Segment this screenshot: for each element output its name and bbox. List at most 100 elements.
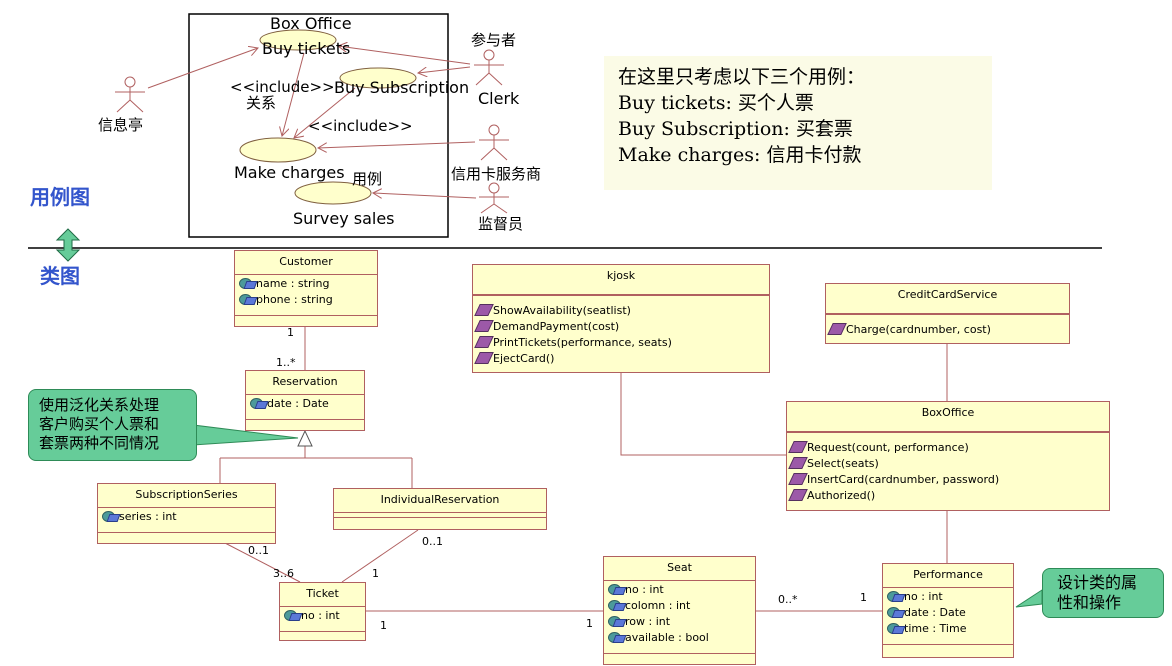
- attribute-icon: [239, 277, 254, 289]
- class-operation: Request(count, performance): [787, 439, 1109, 455]
- usecase-caption-label: 用例: [352, 170, 383, 188]
- class-kjosk[interactable]: kjosk ShowAvailability(seatlist) DemandP…: [472, 264, 770, 373]
- class-attribute: colomn : int: [604, 597, 755, 613]
- assoc-individual-ticket: [341, 529, 419, 583]
- include-label-1: <<include>>: [230, 78, 335, 96]
- usecase-buy-subscription-label: Buy Subscription: [334, 78, 470, 97]
- multiplicity-reservation: 1..*: [276, 356, 296, 369]
- multiplicity-seat-performance: 0..*: [778, 593, 798, 606]
- actor-clerk-figure[interactable]: [474, 49, 504, 86]
- attribute-icon: [102, 510, 117, 522]
- class-attribute: date : Date: [246, 395, 364, 411]
- class-operation: PrintTickets(performance, seats): [473, 334, 769, 350]
- class-attribute: available : bool: [604, 629, 755, 645]
- class-attribute: no : int: [604, 581, 755, 597]
- class-individual-reservation[interactable]: IndividualReservation: [333, 488, 547, 530]
- class-ticket[interactable]: Ticket no : int: [279, 582, 366, 641]
- section-label-use-case: 用例图: [30, 185, 90, 209]
- class-ticket-name: Ticket: [280, 583, 365, 607]
- callout-generalization: 使用泛化关系处理 客户购买个人票和 套票两种不同情况: [28, 389, 197, 461]
- attribute-icon: [608, 583, 623, 595]
- operation-icon: [474, 352, 494, 364]
- attribute-icon: [250, 397, 265, 409]
- attribute-icon: [887, 606, 902, 618]
- class-performance[interactable]: Performance no : int date : Date time : …: [882, 563, 1014, 658]
- multiplicity-ticket-individual: 1: [372, 567, 379, 580]
- operation-icon: [788, 457, 808, 469]
- class-reservation[interactable]: Reservation date : Date: [245, 370, 365, 431]
- multiplicity-ticket-subscription: 3..6: [273, 567, 294, 580]
- attribute-icon: [608, 599, 623, 611]
- usecase-buy-tickets-ellipse[interactable]: [259, 29, 337, 51]
- attribute-icon: [887, 622, 902, 634]
- callout-class-design: 设计类的属 性和操作: [1042, 568, 1164, 618]
- operation-icon: [788, 441, 808, 453]
- class-operation: DemandPayment(cost): [473, 318, 769, 334]
- class-subscription-series-name: SubscriptionSeries: [98, 484, 275, 508]
- class-operation: Select(seats): [787, 455, 1109, 471]
- class-customer[interactable]: Customer name : string phone : string: [234, 250, 378, 327]
- actor-supervisor-figure[interactable]: [479, 182, 509, 214]
- multiplicity-individual: 0..1: [422, 535, 443, 548]
- class-attribute: name : string: [235, 275, 377, 291]
- usecase-buy-tickets-label: Buy tickets: [262, 39, 351, 58]
- class-box-office[interactable]: BoxOffice Request(count, performance) Se…: [786, 401, 1110, 511]
- attribute-icon: [239, 293, 254, 305]
- actor-credit-card-service-figure[interactable]: [479, 124, 509, 161]
- class-box-office-name: BoxOffice: [787, 402, 1109, 432]
- actor-supervisor-label: 监督员: [478, 215, 524, 233]
- assoc-clerk-buy-subscription: [418, 66, 471, 73]
- class-kjosk-name: kjosk: [473, 265, 769, 295]
- attribute-icon: [608, 631, 623, 643]
- class-credit-card-service[interactable]: CreditCardService Charge(cardnumber, cos…: [825, 283, 1070, 344]
- class-attribute: phone : string: [235, 291, 377, 307]
- actor-credit-card-service-label: 信用卡服务商: [451, 165, 542, 183]
- usecase-buy-subscription-ellipse[interactable]: [339, 67, 417, 89]
- assoc-clerk-buy-tickets: [338, 46, 471, 65]
- class-seat-name: Seat: [604, 557, 755, 581]
- multiplicity-ticket-seat: 1: [380, 619, 387, 632]
- generalization-triangle: [297, 429, 313, 447]
- class-credit-card-service-name: CreditCardService: [826, 284, 1069, 314]
- actor-kiosk-label: 信息亭: [98, 116, 144, 134]
- participant-label: 参与者: [471, 31, 517, 49]
- operation-icon: [474, 320, 494, 332]
- assoc-credit-card-make-charges: [318, 141, 476, 148]
- class-seat[interactable]: Seat no : int colomn : int row : int ava…: [603, 556, 756, 665]
- operation-icon: [827, 323, 847, 335]
- relation-label: 关系: [246, 94, 277, 112]
- operation-icon: [474, 304, 494, 316]
- attribute-icon: [608, 615, 623, 627]
- include-buy-subscription-make-charges: [294, 87, 356, 138]
- class-attribute: time : Time: [883, 620, 1013, 636]
- actor-clerk-label: Clerk: [478, 89, 520, 108]
- note-line-4: Make charges: 信用卡付款: [618, 144, 862, 166]
- usecase-make-charges-label: Make charges: [234, 163, 345, 182]
- multiplicity-subscription: 0..1: [248, 544, 269, 557]
- class-attribute: no : int: [883, 588, 1013, 604]
- operation-icon: [788, 473, 808, 485]
- class-attribute: date : Date: [883, 604, 1013, 620]
- multiplicity-customer: 1: [287, 326, 294, 339]
- class-operation: Charge(cardnumber, cost): [826, 321, 1069, 337]
- class-operation: EjectCard(): [473, 350, 769, 366]
- usecase-survey-sales-label: Survey sales: [293, 209, 395, 228]
- usecase-survey-sales-ellipse[interactable]: [294, 181, 372, 205]
- operation-icon: [474, 336, 494, 348]
- assoc-subscription-ticket: [224, 542, 301, 583]
- explanation-note: 在这里只考虑以下三个用例： Buy tickets: 买个人票 Buy Subs…: [604, 56, 992, 190]
- multiplicity-seat-ticket: 1: [586, 617, 593, 630]
- class-attribute: no : int: [280, 607, 365, 623]
- actor-kiosk-figure[interactable]: [115, 76, 145, 113]
- class-reservation-name: Reservation: [246, 371, 364, 395]
- class-subscription-series[interactable]: SubscriptionSeries series : int: [97, 483, 276, 544]
- usecase-make-charges-ellipse[interactable]: [239, 137, 317, 163]
- class-operation: ShowAvailability(seatlist): [473, 302, 769, 318]
- attribute-icon: [284, 609, 299, 621]
- assoc-supervisor-survey-sales: [373, 193, 477, 199]
- note-line-2: Buy tickets: 买个人票: [618, 92, 814, 114]
- class-performance-name: Performance: [883, 564, 1013, 588]
- operation-icon: [788, 489, 808, 501]
- class-attribute: row : int: [604, 613, 755, 629]
